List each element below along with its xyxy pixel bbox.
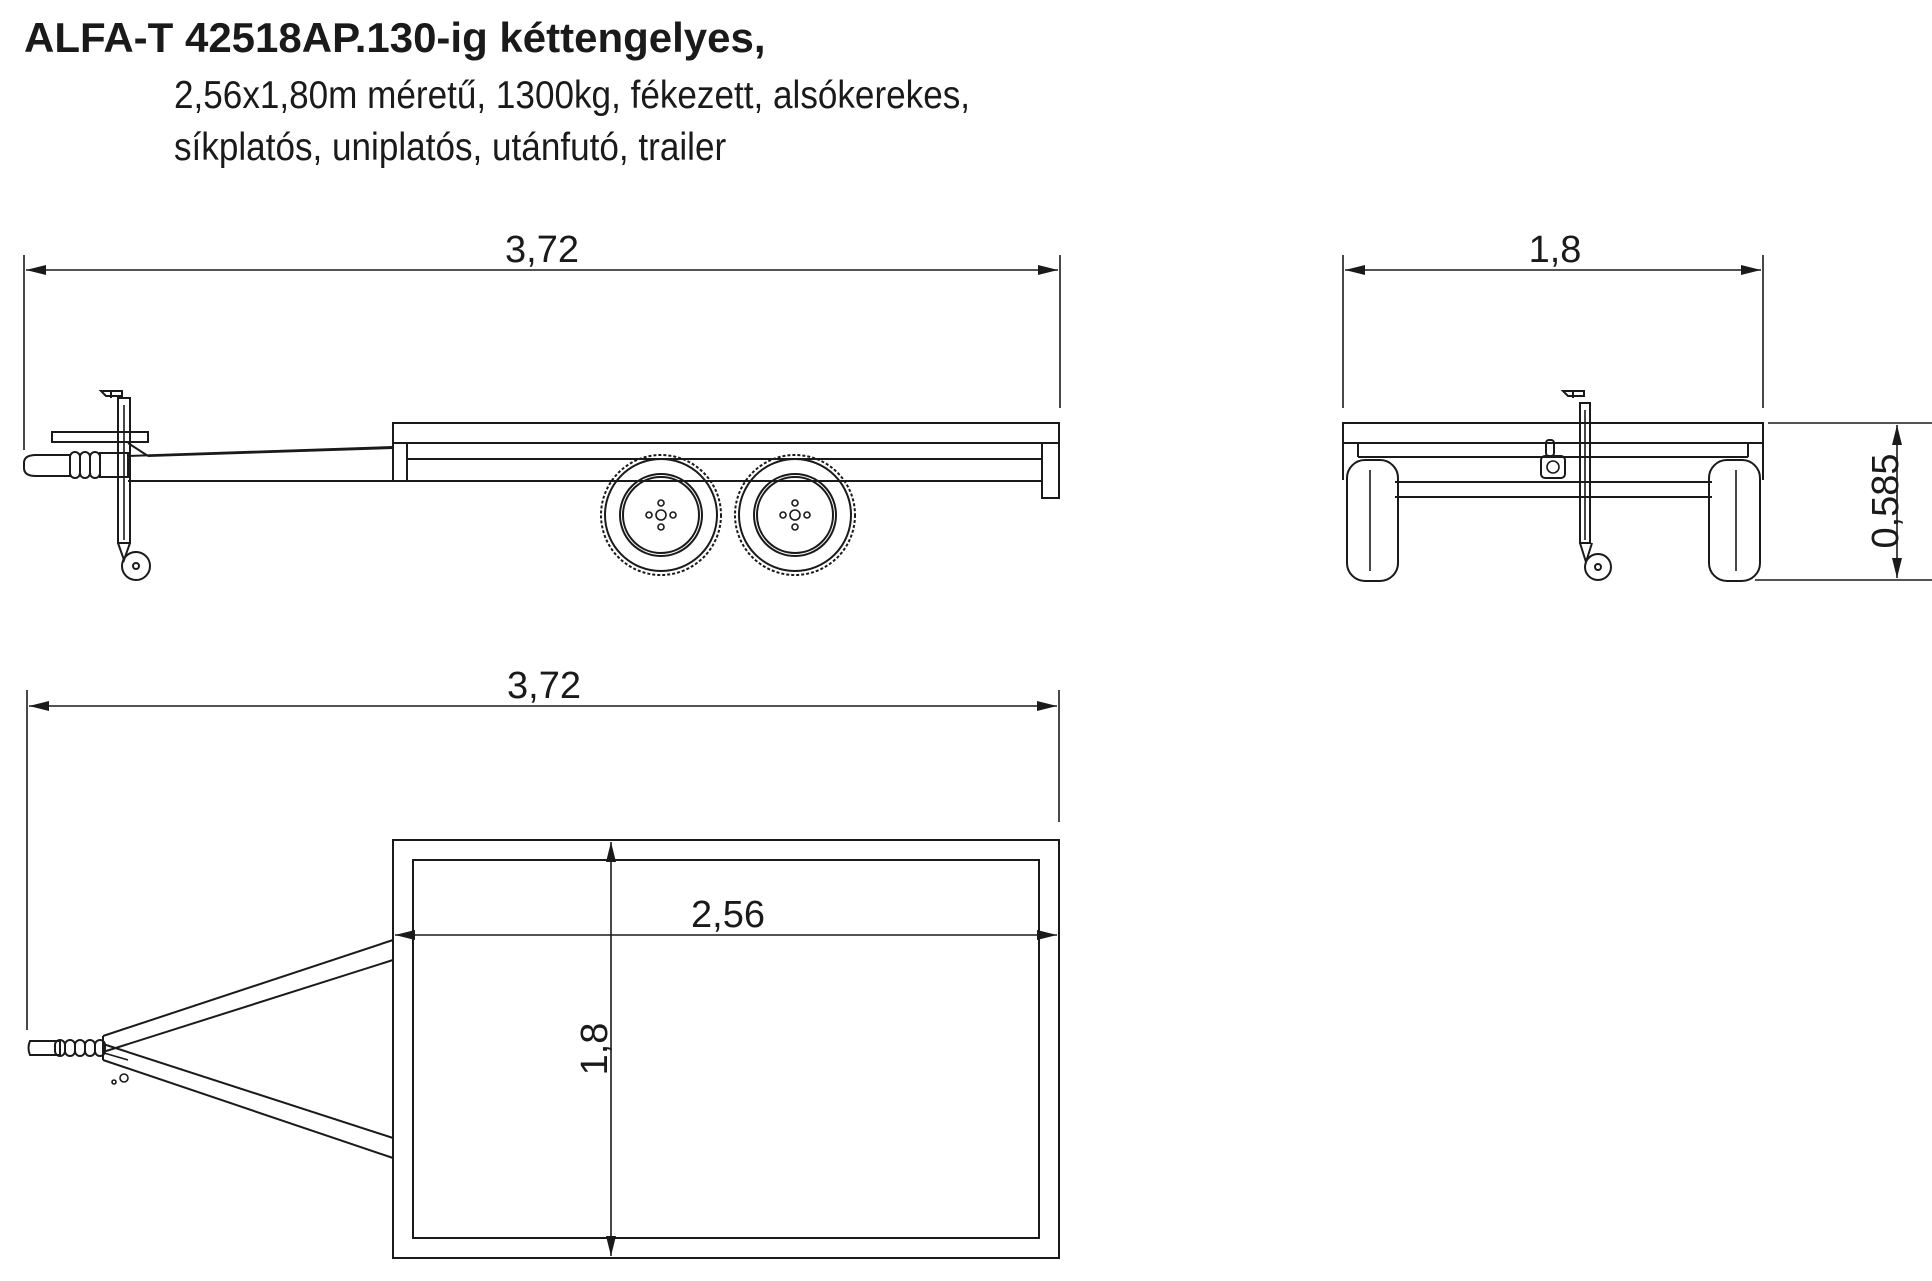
top-bed [392, 839, 1060, 1259]
top-drawbar [102, 939, 394, 1159]
side-wheel-rear [734, 454, 856, 576]
side-drawbar [127, 442, 394, 482]
rear-coupling [1540, 439, 1566, 479]
top-bed-length-label: 2,56 [691, 894, 765, 936]
top-bed-width-label: 1,8 [574, 1023, 616, 1076]
top-coupling [27, 1039, 129, 1085]
side-wheel-front [600, 454, 722, 576]
side-view: 3,72 [23, 229, 1061, 581]
top-bed-length-dimension: 2,56 [395, 894, 1057, 940]
rear-tyre-right [1708, 459, 1761, 582]
drawing-subtitle-line-2: síkplatós, uniplatós, utánfutó, trailer [174, 126, 727, 169]
side-bed [392, 422, 1060, 499]
drawing-subtitle-line-1: 2,56x1,80m méretű, 1300kg, fékezett, als… [174, 74, 971, 117]
side-coupling [23, 431, 149, 479]
side-length-label: 3,72 [505, 229, 579, 271]
rear-width-dimension: 1,8 [1342, 229, 1764, 408]
rear-tyre-left [1346, 459, 1399, 582]
rear-height-label: 0,585 [1865, 453, 1907, 548]
top-length-dimension: 3,72 [26, 665, 1060, 1030]
top-bed-width-dimension: 1,8 [574, 842, 616, 1256]
side-length-dimension: 3,72 [23, 229, 1061, 450]
rear-height-dimension: 0,585 [1755, 422, 1932, 581]
top-length-label: 3,72 [507, 665, 581, 707]
top-view: 3,72 2,56 [26, 665, 1060, 1259]
rear-width-label: 1,8 [1529, 229, 1582, 271]
rear-view: 1,8 0,585 [1342, 229, 1932, 582]
side-jockey-wheel [98, 390, 151, 581]
rear-jockey-wheel [1560, 390, 1612, 581]
drawing-title: ALFA-T 42518AP.130-ig kéttengelyes, [24, 14, 766, 61]
rear-bed [1342, 422, 1764, 498]
